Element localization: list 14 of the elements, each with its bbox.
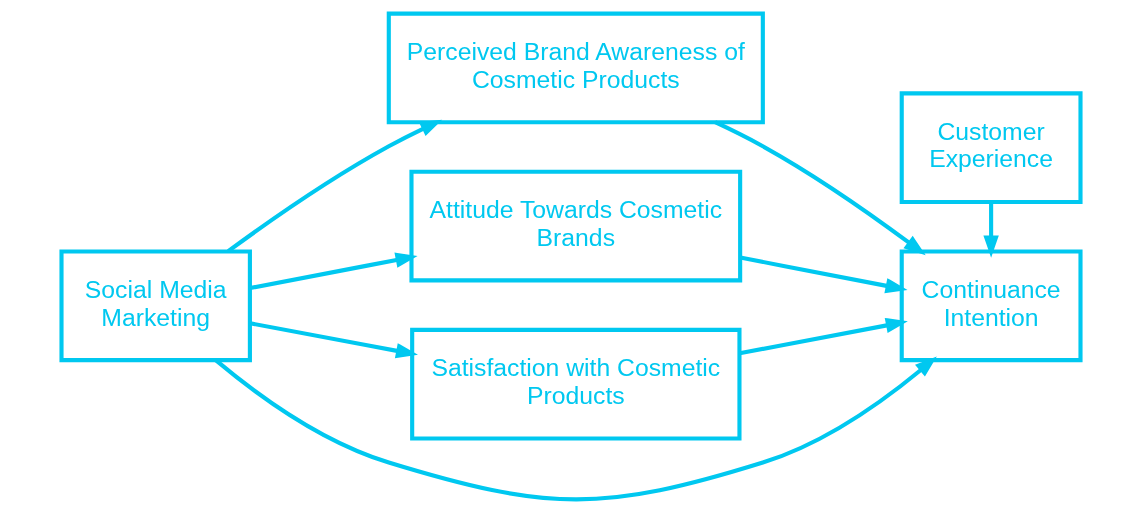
arrow <box>249 321 418 359</box>
arrow <box>249 252 418 291</box>
arrow <box>739 255 908 294</box>
arrow <box>226 119 442 253</box>
node-box: Social Media Marketing <box>58 249 252 363</box>
node-box: Attitude Towards Cosmetic Brands <box>408 169 742 283</box>
arrow <box>982 201 999 258</box>
arrow <box>213 356 937 502</box>
node-box: Continuance Intention <box>899 249 1083 363</box>
node-box: Perceived Brand Awareness of Cosmetic Products <box>386 11 765 125</box>
node-box: Satisfaction with Cosmetic Products <box>409 327 742 441</box>
arrow <box>713 120 926 256</box>
arrow <box>738 317 908 356</box>
node-box: Customer Experience <box>899 91 1083 205</box>
